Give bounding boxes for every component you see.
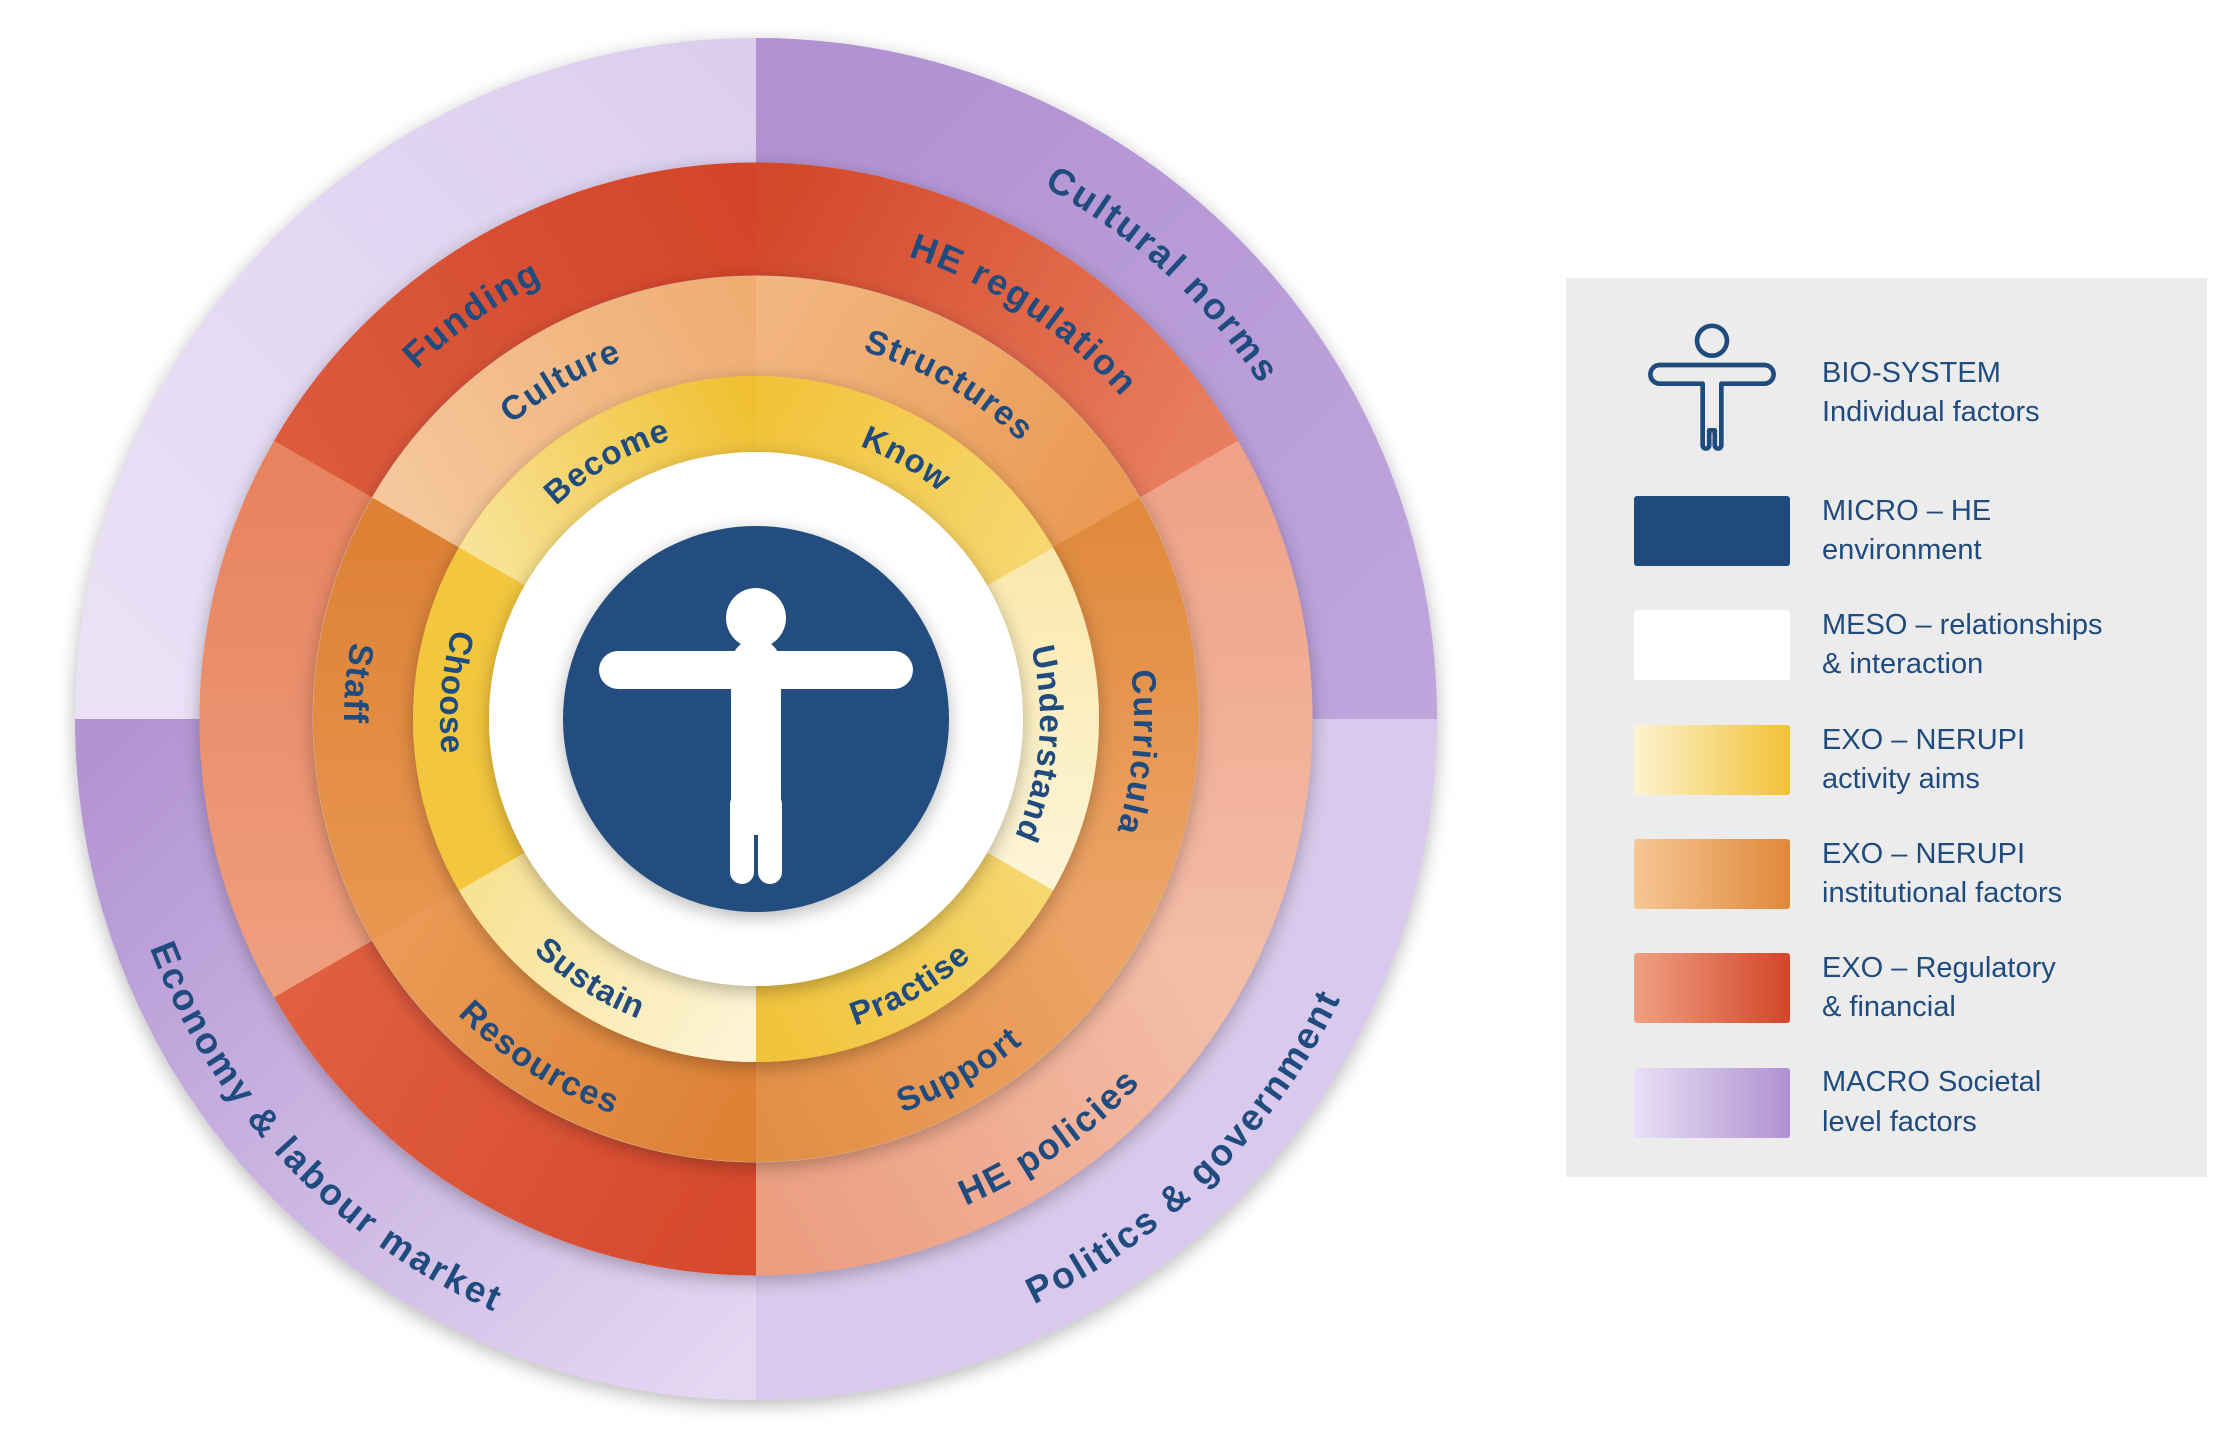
- legend-line: & financial: [1822, 991, 1956, 1024]
- aims-segment: [459, 376, 757, 587]
- legend-line: EXO – NERUPI: [1822, 723, 2026, 756]
- aims-segment: [986, 547, 1099, 891]
- label-staff: Staff: [336, 641, 379, 725]
- meso-ring: [489, 452, 1023, 986]
- legend-line: MICRO – HE: [1822, 495, 1992, 527]
- macro-segment: [755, 38, 1437, 720]
- legend-line: environment: [1822, 534, 1982, 567]
- regulatory-segment: [755, 940, 1238, 1276]
- legend-line: & interaction: [1822, 648, 1984, 681]
- institutional-segment: [313, 497, 460, 941]
- legend-item-macro: MACRO Societal level factors: [1634, 1063, 2177, 1141]
- exo-aims-swatch: [1634, 724, 1790, 795]
- macro-segment: [75, 718, 757, 1400]
- legend-line: level factors: [1822, 1105, 1977, 1138]
- legend-item-micro: MICRO – HE environment: [1634, 492, 2177, 570]
- legend-item-meso: MESO – relationships & interaction: [1634, 606, 2177, 684]
- legend-label-meso: MESO – relationships & interaction: [1822, 606, 2102, 684]
- regulatory-segment: [755, 162, 1238, 498]
- regulatory-segment: [1139, 440, 1313, 998]
- legend-line: MACRO Societal: [1822, 1066, 2042, 1099]
- bio-system-centre: [563, 526, 949, 912]
- institutional-ring: [313, 276, 1199, 1162]
- legend-label-micro: MICRO – HE environment: [1822, 492, 1991, 570]
- aims-segment: [755, 376, 1053, 587]
- aims-segment: [755, 851, 1053, 1062]
- legend-label-macro: MACRO Societal level factors: [1822, 1063, 2041, 1141]
- regulatory-ring: [199, 162, 1313, 1276]
- institutional-segment: [372, 889, 757, 1162]
- micro-swatch: [1634, 496, 1790, 567]
- legend-line: EXO – Regulatory: [1822, 952, 2056, 985]
- meso-swatch: [1634, 610, 1790, 681]
- svg-text:Staff: Staff: [336, 641, 381, 725]
- legend-line: activity aims: [1822, 762, 1980, 795]
- activity-aims-ring: [413, 376, 1099, 1062]
- legend-item-exo-aims: EXO – NERUPI activity aims: [1634, 721, 2177, 799]
- legend-line: Individual factors: [1822, 396, 2040, 428]
- legend-label-bio-system: BIO-SYSTEM Individual factors: [1822, 354, 2040, 432]
- legend-item-bio-system: BIO-SYSTEM Individual factors: [1634, 318, 2177, 468]
- institutional-segment: [1052, 497, 1199, 941]
- legend-label-exo-institutional: EXO – NERUPI institutional factors: [1822, 835, 2062, 913]
- aims-segment: [459, 851, 757, 1062]
- institutional-segment: [755, 889, 1140, 1162]
- legend-line: EXO – NERUPI: [1822, 837, 2026, 870]
- exo-institutional-swatch: [1634, 838, 1790, 909]
- legend-item-exo-institutional: EXO – NERUPI institutional factors: [1634, 835, 2177, 913]
- legend-item-exo-regulatory: EXO – Regulatory & financial: [1634, 949, 2177, 1027]
- legend-panel: BIO-SYSTEM Individual factors MICRO – HE…: [1566, 278, 2207, 1177]
- macro-swatch: [1634, 1067, 1790, 1138]
- macro-ring: [75, 38, 1437, 1400]
- regulatory-segment: [274, 162, 757, 498]
- legend-label-exo-aims: EXO – NERUPI activity aims: [1822, 721, 2025, 799]
- legend-line: BIO-SYSTEM: [1822, 356, 2001, 389]
- macro-segment: [75, 38, 757, 720]
- legend-line: institutional factors: [1822, 876, 2063, 909]
- regulatory-segment: [274, 940, 757, 1276]
- exo-regulatory-swatch: [1634, 953, 1790, 1024]
- regulatory-segment: [199, 440, 373, 998]
- person-icon: [599, 588, 913, 884]
- legend-label-exo-regulatory: EXO – Regulatory & financial: [1822, 949, 2056, 1027]
- person-outline-icon: [1634, 318, 1790, 468]
- institutional-segment: [372, 276, 757, 549]
- institutional-segment: [755, 276, 1140, 549]
- ecological-systems-wheel: Know Understand Practise Sustain Choose …: [75, 38, 1437, 1400]
- legend-line: MESO – relationships: [1822, 609, 2103, 642]
